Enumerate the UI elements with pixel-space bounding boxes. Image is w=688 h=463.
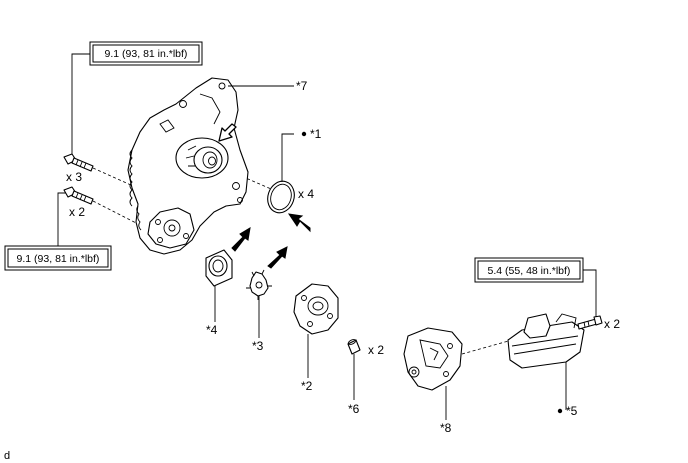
torque-spec-lower-left: 9.1 (93, 81 in.*lbf) [17,253,100,265]
hollow-arrow-icon [218,123,237,142]
torque-box-lower-left: 9.1 (93, 81 in.*lbf) [4,245,112,271]
o-ring-part [267,180,295,214]
torque-spec-top-left: 9.1 (93, 81 in.*lbf) [105,48,188,60]
bolt-lower-icon [63,186,94,205]
torque-box-top-left: 9.1 (93, 81 in.*lbf) [89,41,203,66]
leader-torque-top-left [71,53,90,158]
callout-c7: *7 [296,79,308,93]
solid-arrow-icon [267,246,288,269]
leader-torque-right [583,269,597,318]
callout-c2: *2 [301,379,313,393]
callout-c4: *4 [206,323,218,337]
callout-c6: *6 [348,402,360,416]
guide-line [92,200,143,227]
pump-cover-part [293,283,339,335]
bolt-right-icon [577,315,603,330]
strainer-part [507,313,585,369]
outer-rotor-part [205,249,233,287]
solid-arrow-icon [287,213,311,233]
new-part-dot-icon [557,408,563,414]
callout-c1: *1 [310,127,322,141]
valve-body-part [403,327,463,391]
qty-bolt-right: x 2 [604,317,620,331]
torque-box-right: 5.4 (55, 48 in.*lbf) [474,257,584,283]
qty-pin: x 2 [368,343,384,357]
torque-spec-right: 5.4 (55, 48 in.*lbf) [488,265,571,277]
leader-torque-lower-left [57,192,72,246]
pin-part [347,339,361,355]
qty-bolt-upper: x 3 [66,170,82,184]
callout-c3: *3 [252,339,264,353]
solid-arrow-icon [231,227,251,252]
inner-rotor-part [246,269,272,300]
bolt-upper-icon [63,153,94,172]
callout-c5: *5 [566,404,578,418]
leader-c1 [281,133,294,182]
qty-o-ring: x 4 [298,187,314,201]
guide-line [461,339,513,355]
new-part-dot-icon [301,131,307,137]
callout-c8: *8 [440,421,452,435]
figure-code: d [4,450,10,462]
timing-cover-part [127,77,249,255]
qty-bolt-lower: x 2 [69,205,85,219]
